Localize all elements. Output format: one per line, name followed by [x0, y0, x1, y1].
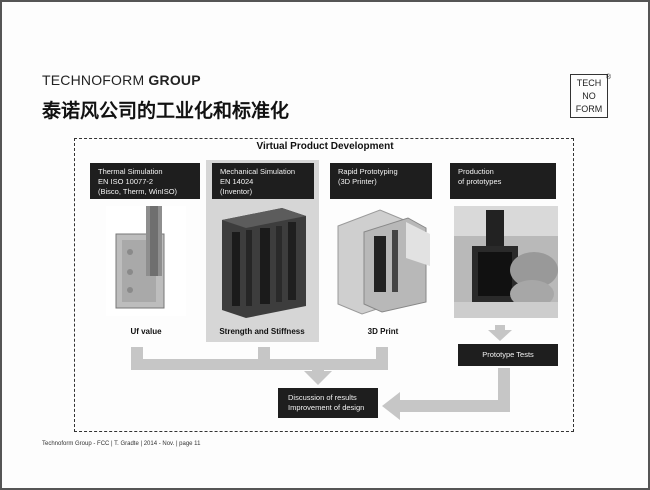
- 3d-print-image: [337, 209, 430, 315]
- stage-header-production: Production of prototypes: [450, 163, 556, 199]
- stage-mechanical-line-1: Mechanical Simulation: [220, 167, 296, 176]
- stage-mechanical-line-2: EN 14024: [220, 177, 254, 186]
- stage-thermal-line-1: Thermal Simulation: [98, 167, 163, 176]
- brand-prefix: TECHNOFORM: [42, 72, 149, 88]
- logo-registered-mark: ®: [605, 74, 611, 81]
- flow-collector-bar: [131, 359, 388, 370]
- caption-thermal: Uf value: [130, 327, 162, 336]
- flow-connector-thermal: [131, 347, 143, 361]
- flow-connector-3d-print: [376, 347, 388, 361]
- flow-down-arrow-icon: [304, 371, 332, 385]
- stage-rapid-line-1: Rapid Prototyping: [338, 167, 398, 176]
- prototype-tests-label: Prototype Tests: [482, 350, 534, 359]
- return-left-arrow-icon: [382, 392, 400, 420]
- caption-3d-print: 3D Print: [367, 327, 399, 336]
- stage-thermal-line-2: EN ISO 10077-2: [98, 177, 154, 186]
- technoform-logo: ® TECH NO FORM: [570, 74, 611, 118]
- discussion-line-2: Improvement of design: [288, 403, 365, 412]
- stage-rapid-line-2: (3D Printer): [338, 177, 377, 186]
- production-down-arrow-icon: [488, 325, 512, 341]
- logo-line-3: FORM: [575, 104, 603, 114]
- stage-header-thermal: Thermal Simulation EN ISO 10077-2 (Bisco…: [90, 163, 200, 199]
- stage-production-line-1: Production: [458, 167, 494, 176]
- stage-thermal-line-3: (Bisco, Therm, WinISO): [98, 187, 178, 196]
- mechanical-simulation-image: [222, 208, 306, 318]
- diagram-title: Virtual Product Development: [256, 141, 394, 152]
- brand-bold: GROUP: [148, 72, 201, 88]
- prototype-tests-box: Prototype Tests: [458, 344, 558, 366]
- caption-mechanical: Strength and Stiffness: [219, 327, 305, 336]
- brand-name: TECHNOFORM GROUP: [42, 72, 201, 88]
- stage-header-mechanical: Mechanical Simulation EN 14024 (Inventor…: [212, 163, 314, 199]
- return-flow-horizontal: [398, 400, 510, 412]
- discussion-box: Discussion of results Improvement of des…: [278, 388, 378, 418]
- thermal-simulation-image: [106, 206, 186, 316]
- logo-line-2: NO: [582, 91, 596, 101]
- footer-text: Technoform Group - FCC | T. Gradte | 201…: [42, 441, 201, 447]
- logo-line-1: TECH: [576, 78, 602, 88]
- stage-mechanical-line-3: (Inventor): [220, 187, 253, 196]
- flow-connector-mechanical: [258, 347, 270, 361]
- prototype-production-image: [454, 206, 558, 318]
- discussion-line-1: Discussion of results: [288, 393, 357, 402]
- stage-header-rapid-prototyping: Rapid Prototyping (3D Printer): [330, 163, 432, 199]
- diagram-frame: [74, 138, 574, 432]
- page-title: 泰诺风公司的工业化和标准化: [42, 100, 290, 122]
- stage-production-line-2: of prototypes: [458, 177, 502, 186]
